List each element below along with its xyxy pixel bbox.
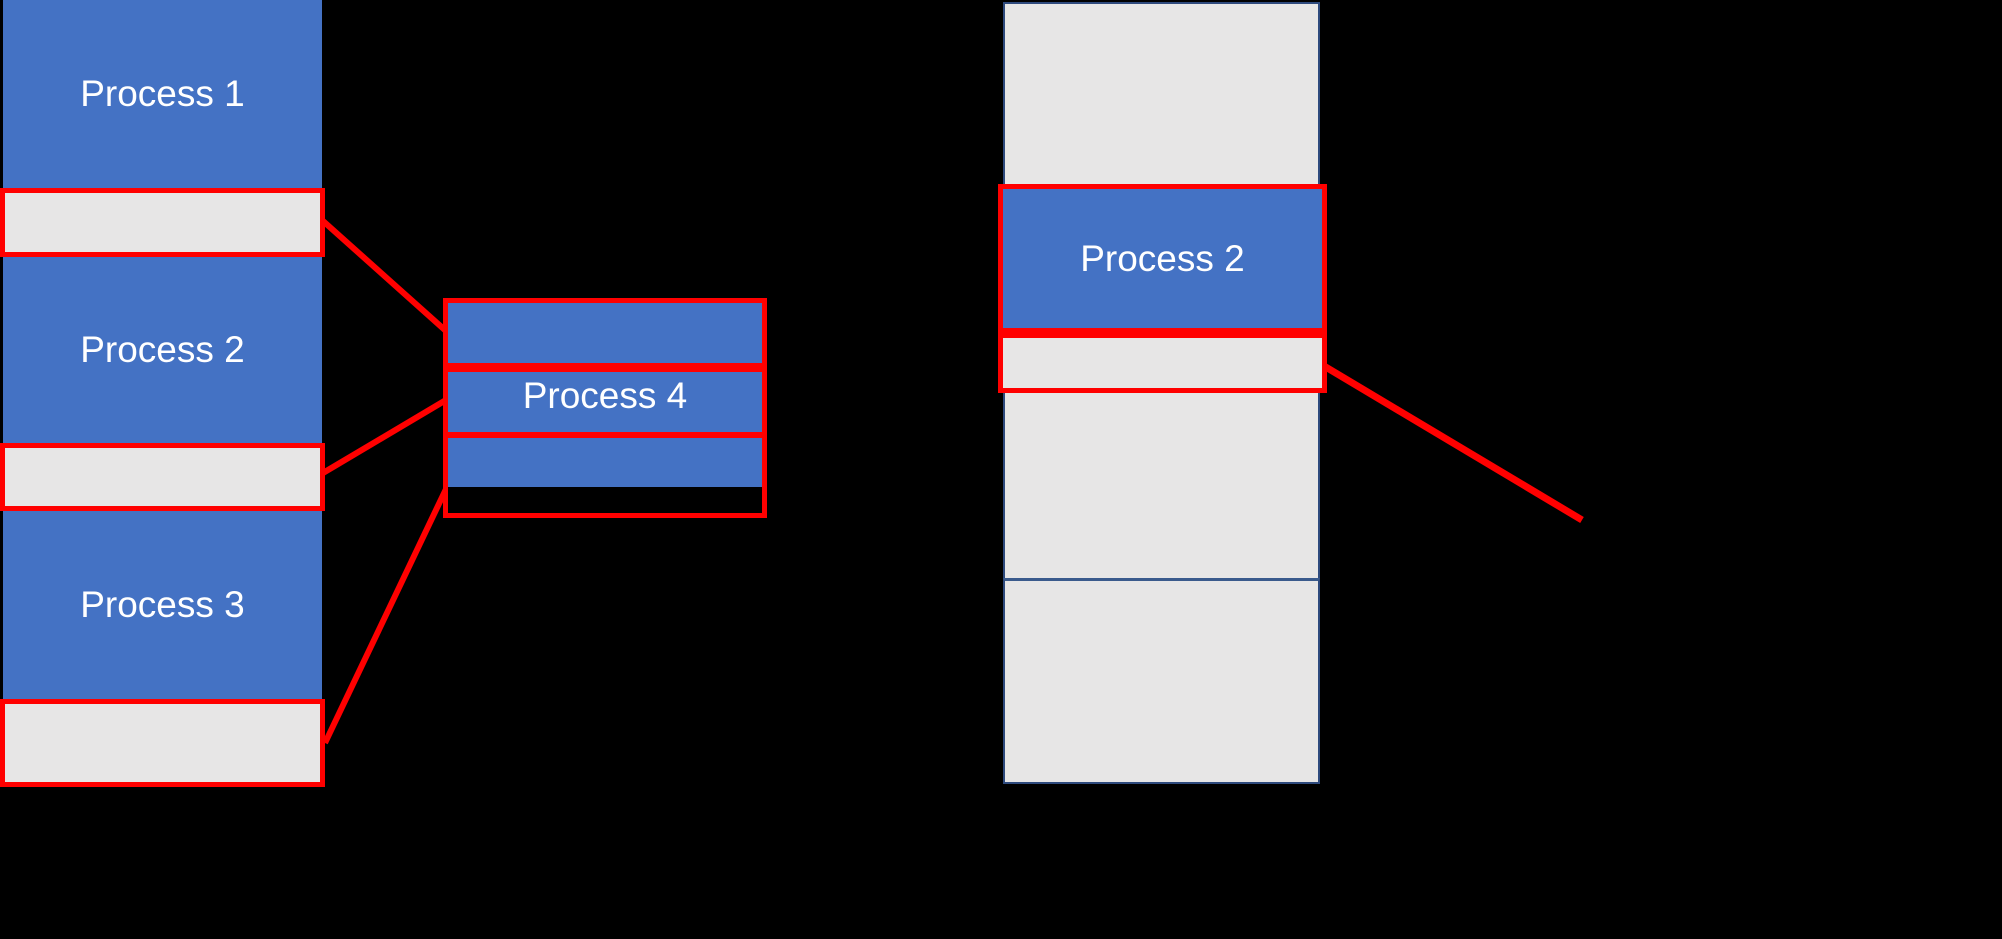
segment-divider-1 [448,363,762,372]
free-gap-1 [0,188,325,257]
combined-segment-3 [448,438,762,487]
process-2-label: Process 2 [80,329,245,370]
combined-segment-1 [448,303,762,363]
connector-line-gap1 [321,218,448,334]
combined-segment-2 [448,372,762,432]
right-process-2-block: Process 2 [998,184,1327,333]
right-free-gap [998,333,1327,393]
process-4-label: Process 4 [522,375,688,416]
free-gap-3 [0,699,325,787]
combined-free-space-box: Process 4 [443,298,767,518]
pointer-line-right-gap [1322,362,1584,524]
process-3-label: Process 3 [80,584,245,625]
process-1-label: Process 1 [80,73,245,114]
process-1-block: Process 1 [3,0,322,188]
right-memory-lower-section [1003,578,1320,784]
process-2-block: Process 2 [3,257,322,443]
segment-divider-2 [448,432,762,438]
connector-line-gap2 [321,397,448,476]
right-process-2-label: Process 2 [1080,237,1245,279]
connector-line-gap3 [322,487,449,745]
process-3-block: Process 3 [3,511,322,699]
free-gap-2 [0,443,325,511]
